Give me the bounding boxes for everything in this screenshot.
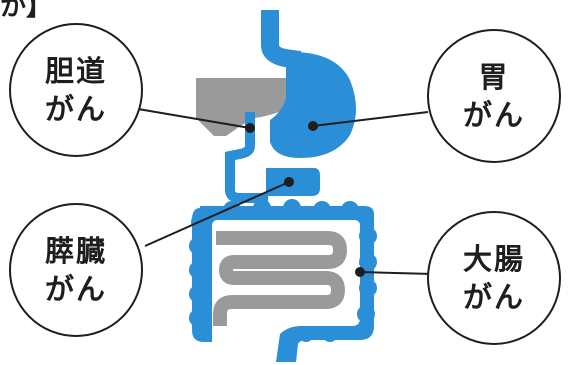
bile-duct-label-line2: がん <box>16 90 136 128</box>
stomach-marker <box>309 122 317 130</box>
colon-marker <box>356 268 364 276</box>
stomach-label: 胃 がん <box>434 58 554 134</box>
pancreas-marker <box>285 178 293 186</box>
small-intestine <box>216 238 340 326</box>
bile-duct-marker <box>246 124 254 132</box>
pancreas-label: 膵臓 がん <box>16 232 136 308</box>
pancreas-label-line2: がん <box>16 270 136 308</box>
stomach-label-line2: がん <box>434 96 554 134</box>
colon-label: 大腸 がん <box>434 240 554 316</box>
pancreas-label-line1: 膵臓 <box>16 232 136 270</box>
bile-duct-label-line1: 胆道 <box>16 52 136 90</box>
colon-label-line1: 大腸 <box>434 240 554 278</box>
colon-label-line2: がん <box>434 278 554 316</box>
bile-duct-label: 胆道 がん <box>16 52 136 128</box>
top-title-fragment: か】 <box>0 0 52 23</box>
stomach-label-line1: 胃 <box>434 58 554 96</box>
